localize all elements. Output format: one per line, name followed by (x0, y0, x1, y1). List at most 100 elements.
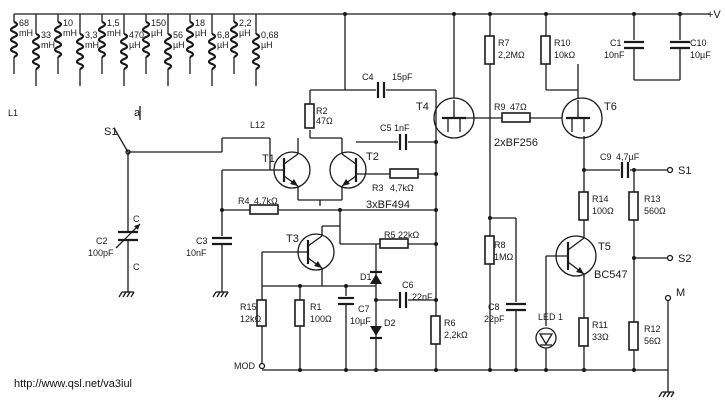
resistor-r4 (249, 204, 279, 215)
c1-ref: C1 (610, 38, 622, 48)
resistor-r8 (484, 235, 495, 265)
coil-11-unit: µH (239, 28, 251, 38)
c4-ref: C4 (362, 72, 374, 82)
d2-label: D2 (384, 318, 396, 328)
transistor-t6 (561, 97, 603, 139)
coil-7-value: 150 (151, 18, 166, 28)
t4-label: T4 (416, 101, 429, 113)
resistor-r12 (628, 321, 639, 351)
output-m-terminal[interactable] (664, 294, 672, 302)
coil-5-unit: mH (107, 28, 121, 38)
t5-type: BC547 (594, 269, 628, 281)
coil-3-value: 10 (63, 18, 73, 28)
r14-value: 100Ω (592, 206, 614, 216)
c4-value: 15pF (392, 72, 413, 82)
c9-ref: C9 (600, 152, 612, 162)
coil-1-unit: mH (19, 28, 33, 38)
coil-4: 3,3mH (75, 14, 99, 86)
c8-ref: C8 (488, 302, 500, 312)
resistor-r7 (484, 35, 495, 65)
ground-c3 (212, 291, 229, 298)
r14-ref: R14 (592, 194, 609, 204)
c5-ref: C5 (380, 123, 392, 133)
source-url: http://www.qsl.net/va3iul (14, 378, 132, 390)
r5-value: 22kΩ (398, 230, 420, 240)
c8-value: 22pF (484, 314, 505, 324)
mod-terminal[interactable] (258, 362, 266, 370)
r8-value: 1MΩ (494, 252, 514, 262)
coil-5-value: 1,5 (107, 18, 120, 28)
coil-8-value: 56 (173, 30, 183, 40)
coil-6-unit: µH (129, 40, 141, 50)
c1-value: 10nF (604, 50, 625, 60)
coil-6-value: 470 (129, 30, 144, 40)
c10-value: 10µF (690, 50, 711, 60)
mod-label: MOD (234, 361, 255, 371)
coil-4-unit: mH (85, 40, 99, 50)
t2-label: T2 (366, 151, 379, 163)
c5-value: 1nF (394, 123, 410, 133)
r12-ref: R12 (644, 324, 661, 334)
led-label: LED 1 (538, 312, 563, 322)
diode-d1 (370, 274, 382, 284)
coil-7-unit: µH (151, 28, 163, 38)
t3-label: T3 (286, 233, 299, 245)
coil-1-value: 68 (19, 18, 29, 28)
r12-value: 56Ω (644, 336, 661, 346)
output-s1-terminal[interactable] (666, 166, 674, 174)
c7-value: 10µF (350, 316, 371, 326)
resistor-r3 (389, 168, 419, 179)
coil-10-value: 6,8 (217, 30, 230, 40)
c2-value: 100pF (88, 248, 114, 258)
coil-3-unit: mH (63, 28, 77, 38)
r15-ref: R15 (240, 302, 257, 312)
t1-label: T1 (262, 153, 275, 165)
resistor-r5 (379, 238, 409, 249)
coil-11-value: 2,2 (239, 18, 252, 28)
t46-type: 2xBF256 (494, 137, 538, 149)
c9-value: 4,7µF (616, 152, 640, 162)
coil-9-unit: µH (195, 28, 207, 38)
resistor-r13 (628, 191, 639, 221)
coil-2-value: 33 (41, 30, 51, 40)
transistor-t2 (329, 151, 367, 189)
c6-value: 22nF (412, 292, 433, 302)
r3-ref: R3 (372, 183, 384, 193)
c6-ref: C6 (402, 280, 414, 290)
r8-ref: R8 (494, 240, 506, 250)
output-m-label: M (676, 287, 685, 299)
coil-10: 6,8µH (207, 14, 230, 86)
c2-marker-bottom: C (133, 262, 140, 272)
r6-value: 2,2kΩ (444, 330, 468, 340)
coil-12-value: 0,68 (261, 30, 279, 40)
r7-ref: R7 (498, 38, 510, 48)
junction-dots (220, 12, 682, 372)
diode-d2 (370, 326, 382, 336)
c2-ref: C2 (96, 236, 108, 246)
resistor-r6 (430, 315, 441, 345)
r10-ref: R10 (554, 38, 571, 48)
r4-ref: R4 (238, 196, 250, 206)
c7-ref: C7 (358, 304, 370, 314)
d1-label: D1 (360, 272, 372, 282)
switch-s1-label: S1 (104, 126, 117, 138)
r2-ref: R2 (316, 106, 328, 116)
coil-10-unit: µH (217, 40, 229, 50)
r5-ref: R5 (384, 230, 396, 240)
r1-value: 100Ω (310, 314, 332, 324)
c3-ref: C3 (196, 236, 208, 246)
t12-type: 3xBF494 (366, 199, 410, 211)
t6-label: T6 (604, 101, 617, 113)
coil-5: 1,5mH (97, 14, 121, 74)
output-s2-terminal[interactable] (666, 254, 674, 262)
c3-value: 10nF (186, 248, 207, 258)
r7-value: 2,2MΩ (498, 50, 525, 60)
coil-12-ref: L12 (250, 120, 265, 130)
r3-value: 4,7kΩ (390, 183, 414, 193)
